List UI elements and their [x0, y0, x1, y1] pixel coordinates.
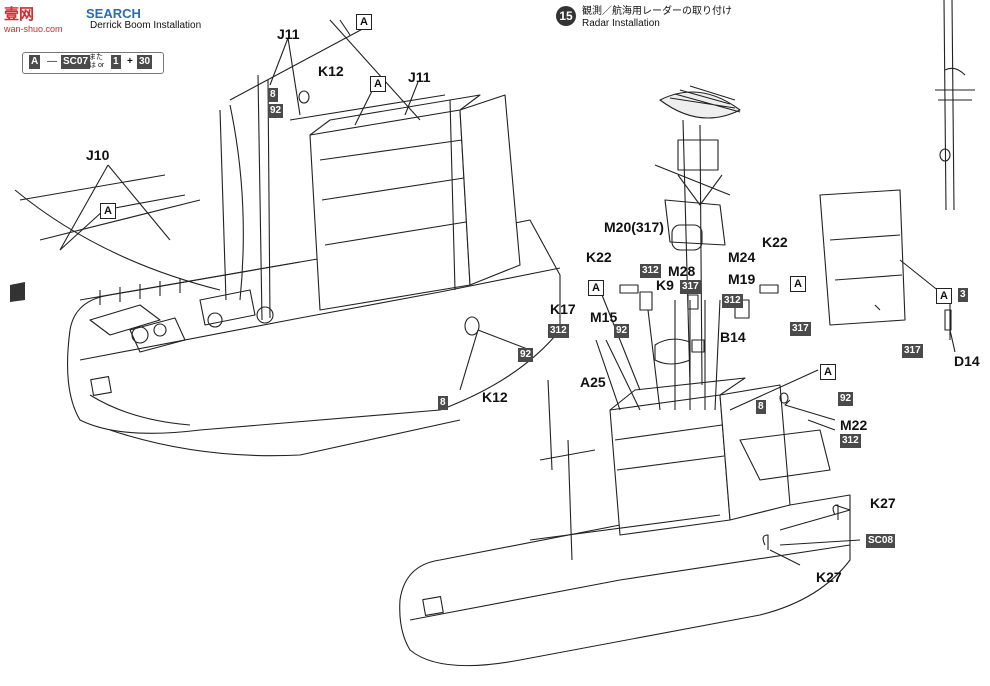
- label-92-m22: 92: [838, 392, 854, 406]
- label-a25: A25: [580, 374, 606, 390]
- legend-part3: 30: [137, 55, 153, 69]
- watermark-logo: 壹网: [4, 6, 35, 23]
- label-a-5: A: [790, 276, 806, 292]
- label-8-bottom: 8: [438, 396, 448, 410]
- legend-part1: SC07: [61, 55, 91, 69]
- label-m24: M24: [728, 249, 756, 265]
- label-k12-top: K12: [318, 63, 344, 79]
- label-b14: B14: [720, 329, 746, 345]
- label-8-m22: 8: [756, 400, 766, 414]
- label-sc08: SC08: [866, 534, 896, 548]
- label-92-top: 92: [268, 104, 284, 118]
- label-k12-bottom: K12: [482, 389, 508, 405]
- label-d14: D14: [954, 353, 980, 369]
- step-title-jp: 観測／航海用レーダーの取り付け: [582, 6, 732, 17]
- label-312-b: 312: [722, 294, 743, 308]
- legend-dash: —: [47, 56, 57, 67]
- label-m19: M19: [728, 271, 756, 287]
- label-a-7: A: [936, 288, 952, 304]
- label-m28: M28: [668, 263, 696, 279]
- label-j11-right: J11: [408, 69, 431, 85]
- label-k17: K17: [550, 301, 576, 317]
- label-a-4: A: [588, 280, 604, 296]
- label-j11-top: J11: [277, 26, 300, 42]
- label-312-a: 312: [640, 264, 661, 278]
- label-92-mid: 92: [614, 324, 630, 338]
- label-8-top: 8: [268, 88, 278, 102]
- label-k9: K9: [656, 277, 674, 293]
- label-k22-left: K22: [586, 249, 612, 265]
- label-m20: M20(317): [604, 219, 664, 235]
- legend-or: または or: [89, 54, 105, 69]
- label-a-1: A: [356, 14, 372, 30]
- label-k27-top: K27: [870, 495, 896, 511]
- label-312-d: 312: [840, 434, 861, 448]
- label-92-right: 92: [518, 348, 534, 362]
- watermark-search: SEARCH: [86, 6, 141, 21]
- label-k22-right: K22: [762, 234, 788, 250]
- label-312-c: 312: [548, 324, 569, 338]
- legend-a: A: [29, 55, 41, 69]
- parts-legend: A — SC07 または or 1 + 30: [22, 52, 164, 74]
- label-a-2: A: [370, 76, 386, 92]
- label-k27-bottom: K27: [816, 569, 842, 585]
- label-317-a: 317: [680, 280, 701, 294]
- right-ship: [399, 85, 861, 667]
- mast-detail: [819, 0, 975, 353]
- left-ship: [14, 19, 561, 457]
- step-title-en: Radar Installation: [582, 18, 660, 29]
- label-m15: M15: [590, 309, 618, 325]
- label-j10: J10: [86, 147, 110, 163]
- left-header-title: Derrick Boom Installation: [90, 20, 202, 31]
- watermark-site: wan-shuo.com: [4, 24, 63, 34]
- step-number: 15: [556, 6, 576, 26]
- legend-plus: +: [127, 56, 133, 67]
- label-3: 3: [958, 288, 968, 302]
- label-317-c: 317: [902, 344, 923, 358]
- legend-part2: 1: [111, 55, 121, 69]
- label-m22: M22: [840, 417, 868, 433]
- label-a-3: A: [100, 203, 116, 219]
- label-317-b: 317: [790, 322, 811, 336]
- label-a-6: A: [820, 364, 836, 380]
